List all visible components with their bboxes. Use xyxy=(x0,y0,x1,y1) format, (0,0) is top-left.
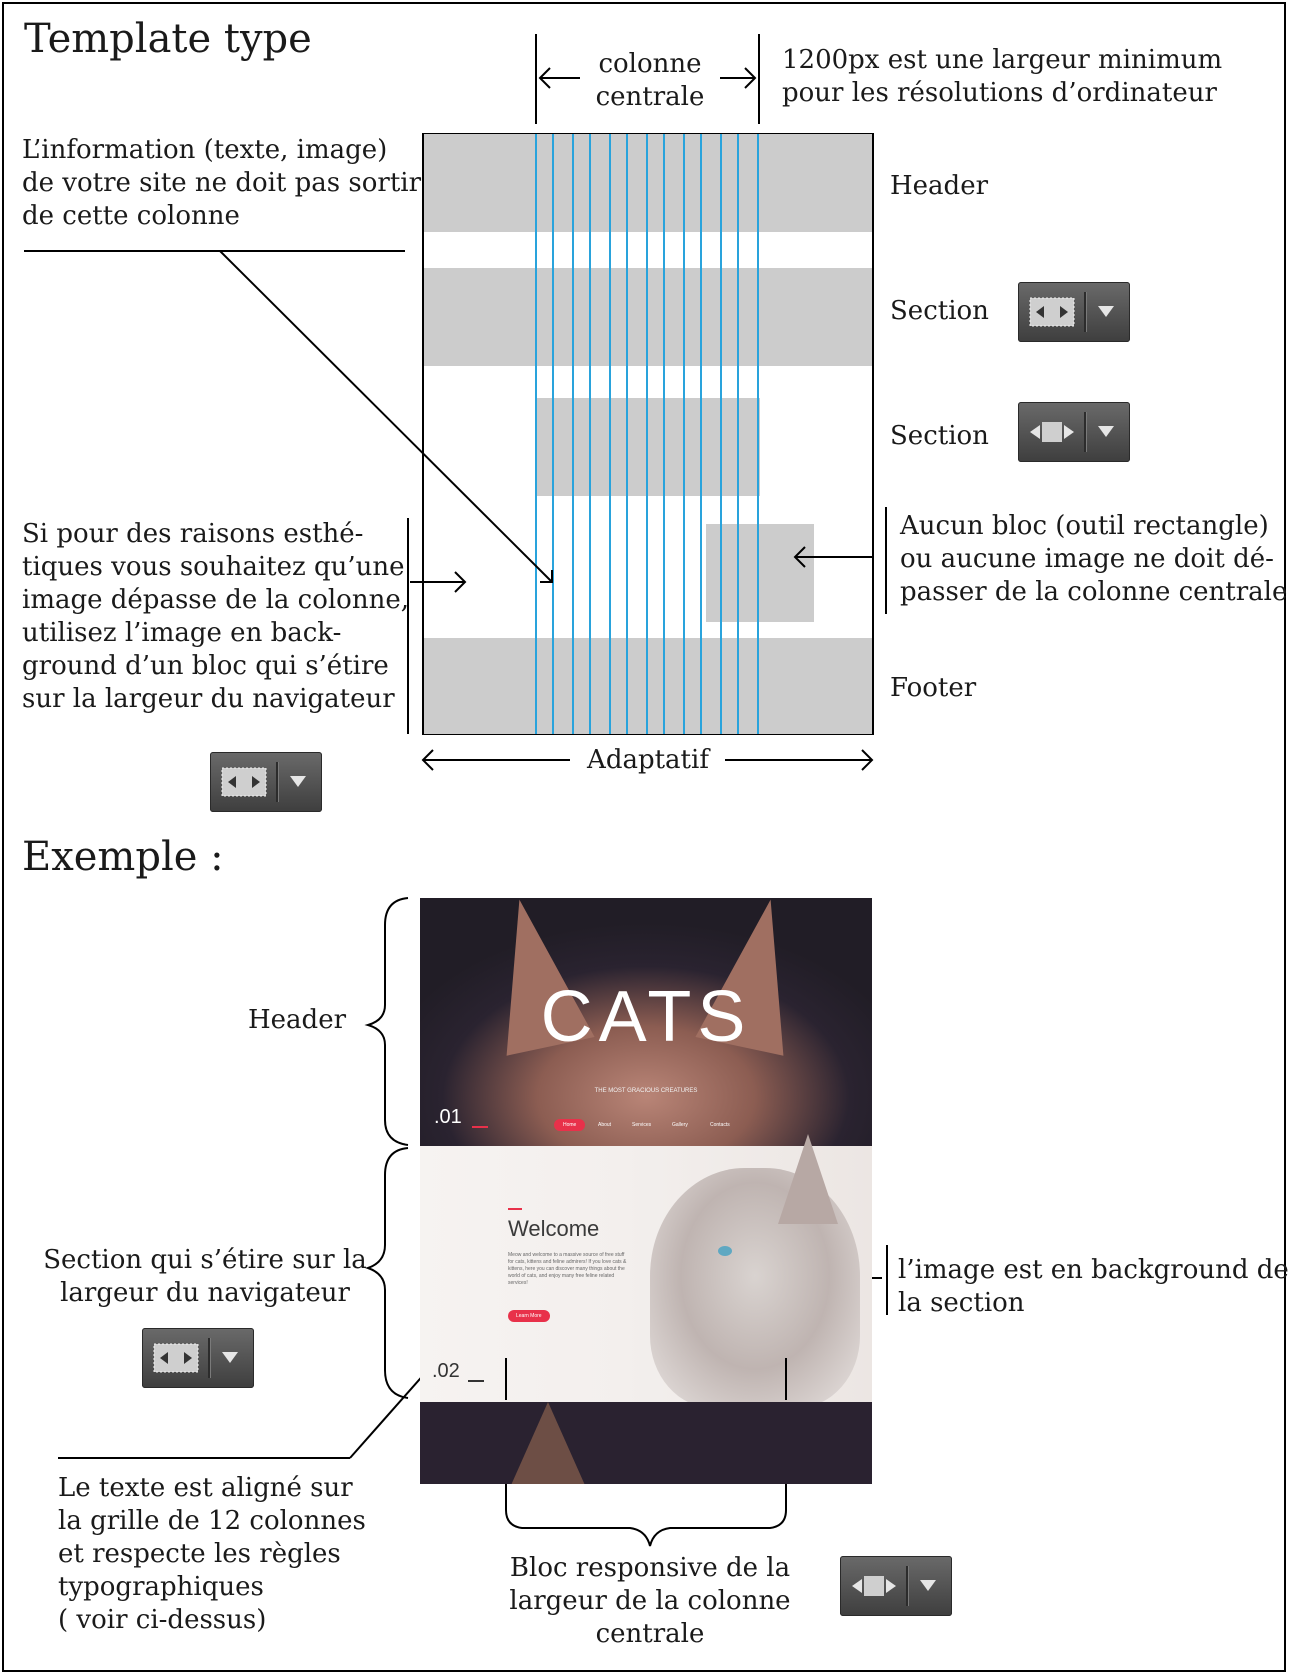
cat-eye xyxy=(718,1246,732,1256)
nav-contacts[interactable]: Contacts xyxy=(710,1122,730,1128)
control-separator xyxy=(1084,292,1086,332)
welcome-paragraph: Meow and welcome to a massive source of … xyxy=(508,1252,627,1286)
mockup-hero: CATS THE MOST GRACIOUS CREATURES .01 Hom… xyxy=(420,898,872,1146)
control-separator xyxy=(1084,412,1086,452)
section-brace xyxy=(364,1147,409,1399)
block-note: Aucun bloc (outil rectangle) ou aucune i… xyxy=(900,511,1288,607)
nav-gallery[interactable]: Gallery xyxy=(672,1122,688,1128)
column-label: colonne centrale xyxy=(595,49,705,112)
chevron-down-icon[interactable] xyxy=(222,1352,238,1363)
label-header: Header xyxy=(890,171,989,201)
min-width-note: 1200px est une largeur minimum pour les … xyxy=(782,45,1223,108)
column-width-icon xyxy=(852,1576,896,1596)
example-header-label: Header xyxy=(248,1005,347,1035)
chevron-down-icon[interactable] xyxy=(920,1580,936,1591)
label-footer: Footer xyxy=(890,673,977,703)
example-website-mockup: CATS THE MOST GRACIOUS CREATURES .01 Hom… xyxy=(420,898,872,1484)
hero-title: CATS xyxy=(540,977,752,1057)
welcome-heading: Welcome xyxy=(508,1216,600,1241)
section-number-2: .02 xyxy=(432,1360,460,1382)
stretch-full-width-icon xyxy=(221,767,267,797)
column-width-control-example[interactable] xyxy=(840,1556,952,1616)
mockup-welcome-section: Welcome Meow and welcome to a massive so… xyxy=(420,1134,872,1408)
column-width-icon xyxy=(1030,422,1074,442)
section-number-1: .01 xyxy=(434,1106,462,1128)
overflow-block xyxy=(706,524,814,622)
adaptive-label: Adaptatif xyxy=(587,745,709,775)
header-brace xyxy=(364,897,409,1146)
accent-dash xyxy=(472,1126,488,1128)
chevron-down-icon[interactable] xyxy=(290,776,306,787)
label-section-1: Section xyxy=(890,296,989,326)
adaptive-arrows xyxy=(421,749,874,771)
info-note: L’information (texte, image) de votre si… xyxy=(22,135,422,231)
full-width-control-left[interactable] xyxy=(210,752,322,812)
chevron-down-icon[interactable] xyxy=(1098,426,1114,437)
text-note: Le texte est aligné sur la grille de 12 … xyxy=(58,1473,366,1635)
responsive-brace xyxy=(505,1370,787,1547)
cat-ear-dark xyxy=(508,1402,588,1484)
label-section-2: Section xyxy=(890,421,989,451)
nav-home[interactable]: Home xyxy=(554,1119,586,1131)
aesthetic-note: Si pour des raisons esthé- tiques vous s… xyxy=(22,519,409,714)
template-title: Template type xyxy=(24,16,312,62)
example-section-label: Section qui s’étire sur la largeur du na… xyxy=(43,1245,367,1308)
chevron-down-icon[interactable] xyxy=(1098,306,1114,317)
control-separator xyxy=(208,1338,210,1378)
full-width-control[interactable] xyxy=(1018,282,1130,342)
hero-tagline: THE MOST GRACIOUS CREATURES xyxy=(594,1088,698,1094)
stretch-full-width-icon xyxy=(1029,297,1075,327)
control-separator xyxy=(276,762,278,802)
background-note: l’image est en background de la section xyxy=(898,1255,1289,1318)
info-pointer xyxy=(24,250,553,583)
full-width-control-example[interactable] xyxy=(142,1328,254,1388)
learn-more-button[interactable]: Learn More xyxy=(508,1310,550,1322)
nav-services[interactable]: Services xyxy=(632,1122,652,1128)
example-title: Exemple : xyxy=(22,834,224,880)
stretch-full-width-icon xyxy=(153,1343,199,1373)
twelve-column-grid xyxy=(535,134,759,734)
column-width-arrows xyxy=(535,34,760,124)
cat-ear xyxy=(778,1134,838,1224)
control-separator xyxy=(906,1566,908,1606)
nav-about[interactable]: About xyxy=(598,1122,612,1128)
responsive-note: Bloc responsive de la largeur de la colo… xyxy=(509,1553,791,1649)
accent-line xyxy=(508,1208,522,1210)
block-pointer xyxy=(793,507,887,614)
mockup-dark-section xyxy=(420,1402,872,1484)
section-dash xyxy=(468,1380,484,1382)
aesthetic-pointer xyxy=(407,518,467,734)
column-width-control[interactable] xyxy=(1018,402,1130,462)
